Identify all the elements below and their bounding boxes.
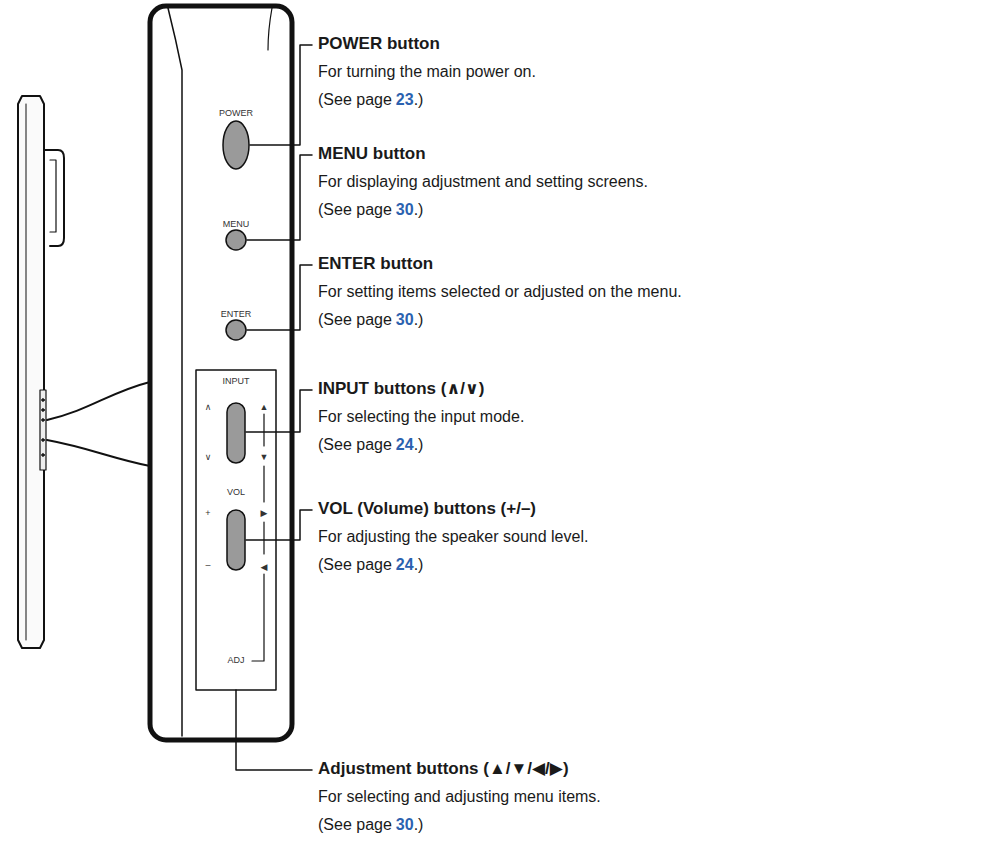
callout-heading: Adjustment buttons (▲/▼/◀/▶) — [318, 759, 569, 779]
button-group-frame — [196, 370, 276, 690]
page-reference: (See page — [318, 435, 392, 454]
page-reference: .) — [414, 90, 424, 109]
callout-text: For adjusting the speaker sound level. — [318, 527, 588, 546]
callout-heading: INPUT buttons (∧/∨) — [318, 379, 484, 399]
side-view — [18, 96, 44, 648]
menu-button — [226, 230, 246, 250]
panel-label: ENTER — [221, 309, 252, 320]
page-number: 24 — [396, 435, 414, 454]
panel-label: INPUT — [223, 376, 250, 387]
panel-label: ∨ — [205, 452, 212, 463]
page-reference: .) — [414, 815, 424, 834]
page-reference: .) — [414, 435, 424, 454]
power-button — [223, 121, 249, 169]
page-reference: (See page — [318, 310, 392, 329]
leader-line — [246, 510, 312, 540]
panel-label: ∧ — [205, 402, 212, 413]
leader-line — [246, 390, 312, 432]
callout-heading: POWER button — [318, 34, 440, 54]
panel-label: VOL — [227, 487, 245, 498]
callout-text: For turning the main power on. — [318, 62, 536, 81]
callout-heading: VOL (Volume) buttons (+/–) — [318, 499, 536, 519]
stand-hook — [44, 150, 64, 246]
side-panel — [150, 6, 292, 740]
page-reference: (See page — [318, 90, 392, 109]
page-number: 30 — [396, 815, 414, 834]
callout-heading: MENU button — [318, 144, 426, 164]
adj-bracket — [252, 414, 264, 661]
callout-text: For selecting and adjusting menu items. — [318, 787, 601, 806]
panel-label: + — [205, 508, 210, 519]
page-reference: .) — [414, 200, 424, 219]
page-reference: .) — [414, 555, 424, 574]
callout-text: For selecting the input mode. — [318, 407, 524, 426]
page-reference: (See page — [318, 815, 392, 834]
panel-label: ▼ — [260, 452, 269, 463]
callout-text: For setting items selected or adjusted o… — [318, 282, 682, 301]
enter-button — [226, 320, 246, 340]
leader-line — [236, 690, 312, 770]
page-number: 24 — [396, 555, 414, 574]
page-reference: (See page — [318, 555, 392, 574]
leader-line — [247, 265, 312, 330]
panel-label: ▲ — [260, 402, 269, 413]
zoom-line — [47, 440, 150, 466]
panel-label: MENU — [223, 219, 250, 230]
callout-text: For displaying adjustment and setting sc… — [318, 172, 648, 191]
panel-label: ▶ — [261, 508, 268, 519]
leader-line — [250, 45, 312, 145]
vol-rocker — [227, 510, 245, 570]
panel-label: ADJ — [227, 655, 244, 666]
panel-label: ◀ — [261, 562, 268, 573]
page-number: 30 — [396, 200, 414, 219]
panel-label: – — [205, 560, 210, 571]
page-reference: .) — [414, 310, 424, 329]
panel-edge — [168, 8, 182, 736]
zoom-line — [47, 382, 150, 420]
input-rocker — [227, 403, 245, 463]
callout-heading: ENTER button — [318, 254, 433, 274]
leader-line — [247, 155, 312, 240]
page-number: 30 — [396, 310, 414, 329]
page-reference: (See page — [318, 200, 392, 219]
panel-label: POWER — [219, 108, 253, 119]
page-number: 23 — [396, 90, 414, 109]
